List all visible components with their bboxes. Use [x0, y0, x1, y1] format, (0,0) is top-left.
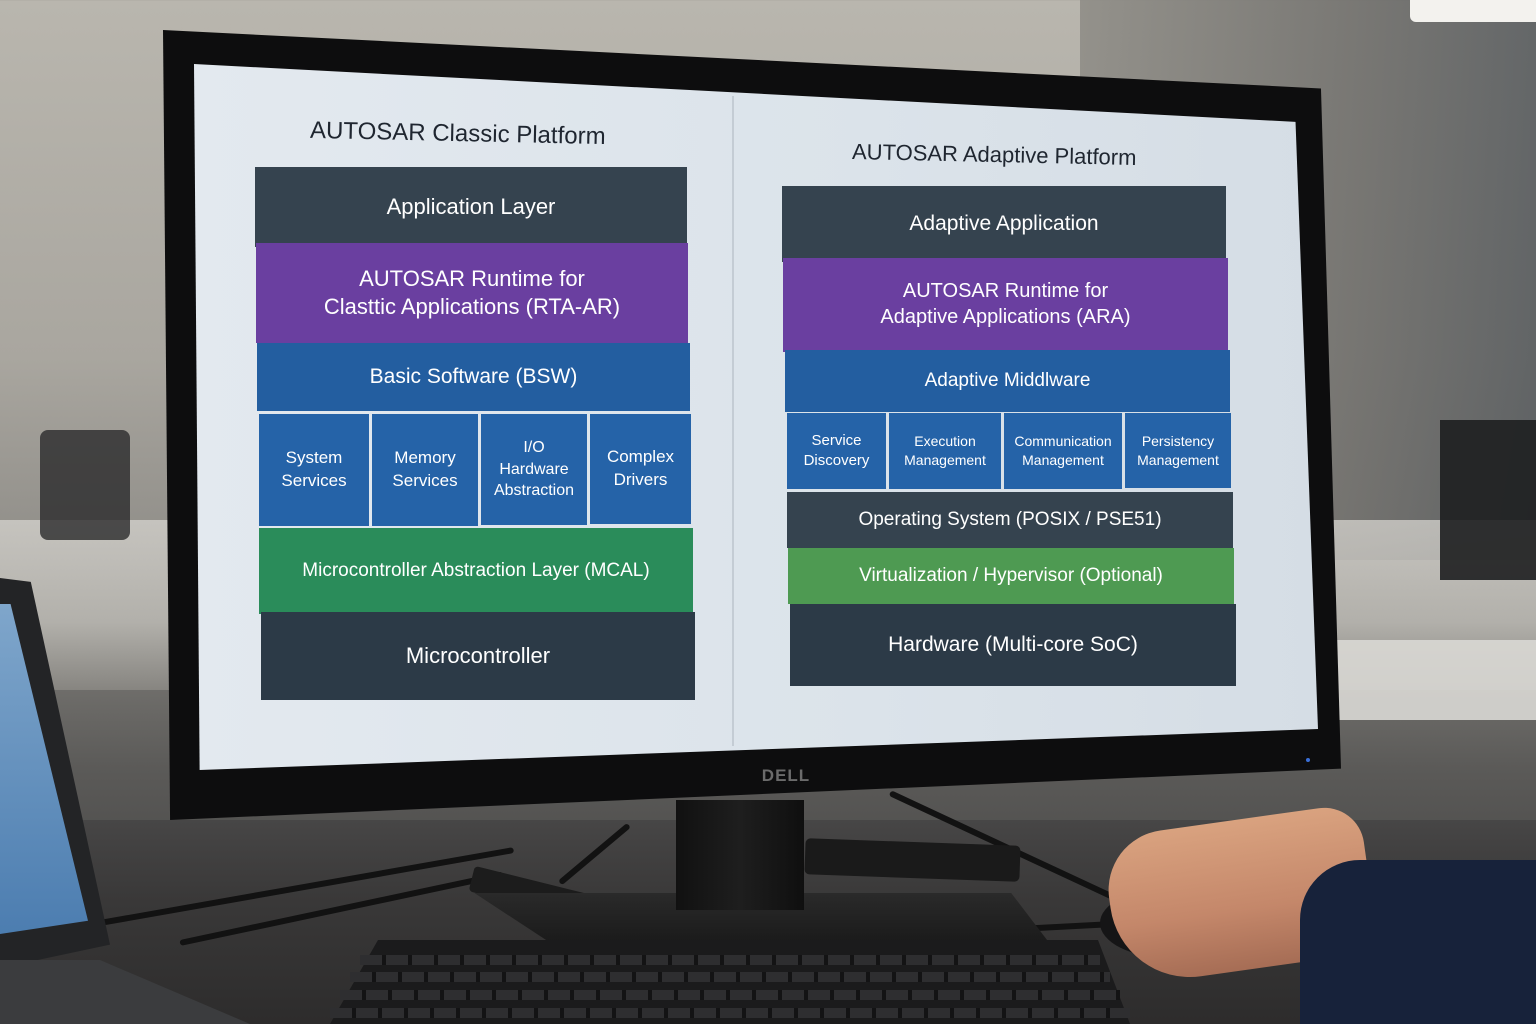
background-desk-right: [1330, 640, 1536, 720]
keyboard-keys: [330, 1008, 1130, 1018]
classic-mcal-layer: Microcontroller Abstraction Layer (MCAL): [259, 528, 693, 614]
adaptive-module-service-discovery: Service Discovery: [787, 413, 886, 489]
monitor-stand-neck: [676, 800, 804, 910]
module-line: Persistency: [1141, 432, 1215, 449]
screen-divider: [732, 96, 734, 746]
module-line: Complex: [606, 447, 675, 467]
adaptive-runtime-line1: AUTOSAR Runtime for: [902, 280, 1109, 303]
classic-microcontroller-label: Microcontroller: [405, 642, 551, 668]
classic-bsw-label: Basic Software (BSW): [369, 364, 578, 388]
adaptive-runtime-layer: AUTOSAR Runtime for Adaptive Application…: [783, 258, 1228, 352]
adaptive-hardware-layer: Hardware (Multi-core SoC): [790, 604, 1236, 686]
adaptive-module-execution-management: Execution Management: [889, 413, 1001, 489]
sleeve: [1300, 860, 1536, 1024]
module-line: System: [285, 448, 343, 468]
adaptive-runtime-line2: Adaptive Applications (ARA): [880, 306, 1131, 328]
module-line: Execution: [914, 433, 976, 450]
classic-module-complex-drivers: Complex Drivers: [590, 414, 691, 524]
adaptive-os-layer: Operating System (POSIX / PSE51): [787, 492, 1233, 548]
adaptive-application-label: Adaptive Application: [909, 211, 1099, 235]
classic-bsw-layer: Basic Software (BSW): [257, 343, 690, 411]
classic-application-label: Application Layer: [386, 193, 556, 219]
module-line: Communication: [1014, 433, 1112, 450]
classic-module-memory-services: Memory Services: [372, 414, 478, 526]
adaptive-middleware-label: Adaptive Middlware: [924, 369, 1091, 391]
module-line: Drivers: [613, 470, 668, 489]
classic-mcal-label: Microcontroller Abstraction Layer (MCAL): [302, 559, 650, 581]
power-led: [1306, 758, 1310, 762]
background-monitor: [1440, 420, 1536, 580]
module-line: Management: [1137, 451, 1219, 468]
module-line: Discovery: [803, 452, 870, 469]
adaptive-application-layer: Adaptive Application: [782, 186, 1226, 262]
adaptive-os-label: Operating System (POSIX / PSE51): [858, 508, 1162, 530]
classic-runtime-line1: AUTOSAR Runtime for: [359, 265, 585, 291]
module-line: Management: [1022, 452, 1104, 468]
keyboard-keys: [350, 972, 1110, 982]
module-line: Service: [811, 431, 862, 449]
keyboard-keys: [360, 955, 1100, 965]
adaptive-middleware-layer: Adaptive Middlware: [785, 350, 1230, 412]
adaptive-module-communication-management: Communication Management: [1004, 413, 1122, 489]
adaptive-module-persistency-management: Persistency Management: [1125, 413, 1231, 488]
classic-runtime-layer: AUTOSAR Runtime for Clasttic Application…: [256, 243, 688, 343]
module-line: Abstraction: [493, 482, 575, 500]
classic-module-io-hardware-abstraction: I/O Hardware Abstraction: [481, 414, 587, 525]
module-line: Hardware: [499, 460, 569, 478]
classic-microcontroller-layer: Microcontroller: [261, 612, 695, 700]
module-line: Services: [392, 471, 458, 490]
module-line: Management: [904, 452, 986, 468]
background-chair: [40, 430, 130, 540]
power-brick: [804, 838, 1021, 882]
adaptive-virtualization-layer: Virtualization / Hypervisor (Optional): [788, 548, 1234, 604]
classic-module-system-services: System Services: [259, 414, 369, 526]
adaptive-hardware-label: Hardware (Multi-core SoC): [888, 632, 1138, 656]
module-line: Services: [281, 471, 347, 490]
classic-runtime-line2: Clasttic Applications (RTA-AR): [323, 294, 621, 319]
monitor-logo: DELL: [761, 766, 811, 785]
keyboard-keys: [340, 990, 1120, 1000]
ceiling-light: [1410, 0, 1536, 22]
module-line: Memory: [394, 448, 456, 468]
module-line: I/O: [523, 439, 545, 457]
adaptive-virtualization-label: Virtualization / Hypervisor (Optional): [859, 564, 1163, 586]
classic-application-layer: Application Layer: [255, 167, 687, 247]
